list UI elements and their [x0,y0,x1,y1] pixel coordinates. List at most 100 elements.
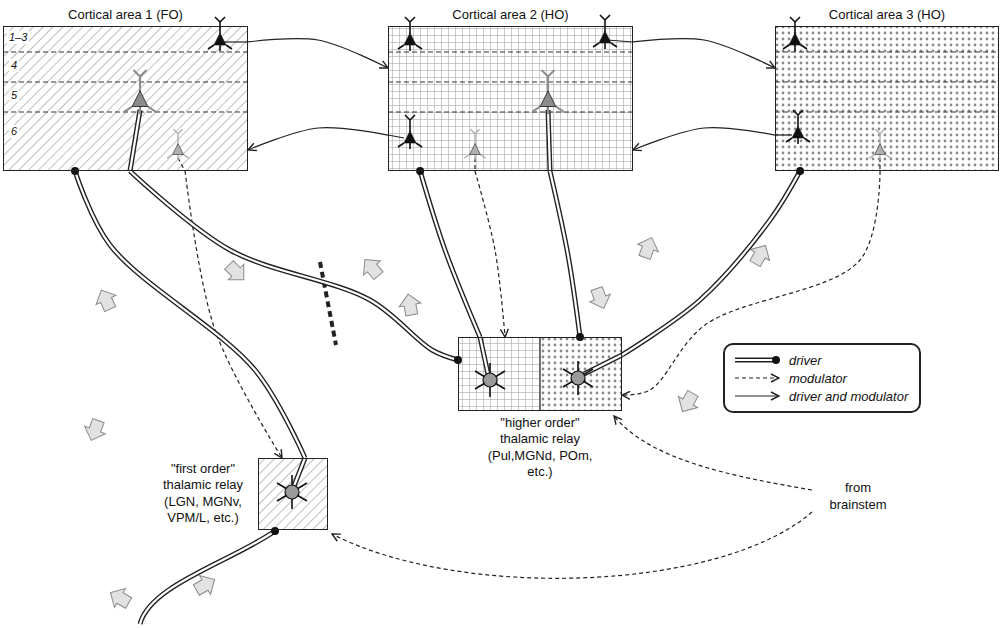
block-arrow [105,583,134,613]
pyramidal-cell [398,17,422,51]
driver-modulator-line [633,39,775,68]
layer-number: 6 [9,125,19,138]
layer-boundary [388,112,633,113]
legend-box: drivermodulator driver and modulator [723,343,921,413]
axon-stub [480,337,488,374]
node-heading: "higher order" thalamic relay (Pul,MGNd,… [480,415,600,480]
block-arrow [91,285,120,313]
modulator-line [185,171,282,458]
driver-line [420,171,480,337]
higher-order-relay-box: "higher order" thalamic relay (Pul,MGNd,… [458,337,622,411]
driver-connector [130,171,462,364]
layer-boundary [3,52,999,112]
legend-text: driver and modulator [789,389,908,404]
modulator-line [475,171,505,337]
axon-stub [294,458,305,486]
legend-sample [733,353,783,367]
layer-boundary [775,112,999,113]
driver-sample [735,359,775,361]
layer-boundary [3,82,248,83]
layer-number: 1–3 [7,31,29,44]
node-heading: "first order" thalamic relay (LGN, MGNv,… [155,461,251,526]
block-arrow [634,234,662,261]
driver-input [140,531,275,624]
branch-continuation [320,262,336,345]
relay-cell [563,361,593,395]
layer-boundary [388,52,633,53]
brainstem-modulator [332,512,812,578]
driver-line [622,171,800,355]
pyramidal-cell [593,15,617,49]
legend-sample [733,389,783,403]
driver-input [140,531,275,624]
modulator-connector [185,171,282,458]
layer-boundary [775,82,999,83]
driver-modulator-connector [633,39,775,68]
axon-stub [480,337,488,374]
cortical-area-box: Cortical area 3 (HO) [775,26,999,171]
driver-modulator-line [248,128,388,150]
driver-connector [71,167,305,458]
node-heading: Cortical area 3 (HO) [746,7,1002,23]
driver-line [75,171,305,458]
node-heading: Cortical area 1 (FO) [0,7,277,23]
block-arrow [586,285,614,312]
block-arrow [397,292,422,317]
legend-text: driver [789,353,822,368]
driver-modulator-connector [248,39,388,68]
driver-sample [735,358,775,363]
driver-modulator-line [633,128,775,150]
legend-sample [733,371,783,385]
axon-stub [222,41,248,42]
layer-boundary [3,52,248,53]
block-arrow [221,257,251,287]
driver-connector [622,167,804,355]
cortical-area-box: Cortical area 1 (FO) [3,26,248,171]
pyramidal-cell [124,70,155,114]
pyramidal-cell [786,110,810,144]
axon-stub [130,110,140,171]
legend-row: driver and modulator [733,387,911,405]
driver-line [420,171,480,337]
axon-stub [388,135,404,138]
pyramidal-cell [783,17,807,51]
driver-terminal [772,356,780,364]
relay-fill [258,458,328,530]
relay-divider [539,337,540,411]
legend-row: driver [733,351,911,369]
driver-line [550,171,580,337]
axon-stub [130,110,140,171]
modulator-connector [475,171,505,337]
source-note: from brainstem [818,480,898,514]
pyramidal-cell [869,129,891,160]
driver-terminal [271,527,279,535]
driver-line [622,171,800,355]
axon-stub [607,40,633,42]
modulator-sample [735,377,779,378]
driver-modulator-sample [735,395,779,396]
cortical-area-box: Cortical area 2 (HO) [388,26,633,171]
relay-fill [540,337,622,411]
driver-connector [550,171,584,341]
block-arrow [357,253,387,283]
first-order-relay-box: "first order" thalamic relay (LGN, MGNv,… [258,458,328,530]
axon-stub [775,134,792,135]
pyramidal-cell [208,17,232,51]
block-arrow [673,388,703,417]
driver-terminal [796,167,804,175]
driver-connector [416,167,480,337]
axon-stub [548,110,550,171]
pyramidal-cell [167,129,189,160]
pyramidal-cell [464,129,486,160]
driver-terminal [71,167,79,175]
brainstem-modulator [614,416,812,490]
driver-modulator-connector [633,128,775,150]
driver-modulator-connector [248,128,388,150]
axon-stub [879,158,880,171]
node-heading: Cortical area 2 (HO) [359,7,662,23]
layer-boundary [775,52,999,53]
driver-line [130,171,458,360]
legend-row: modulator [733,369,911,387]
